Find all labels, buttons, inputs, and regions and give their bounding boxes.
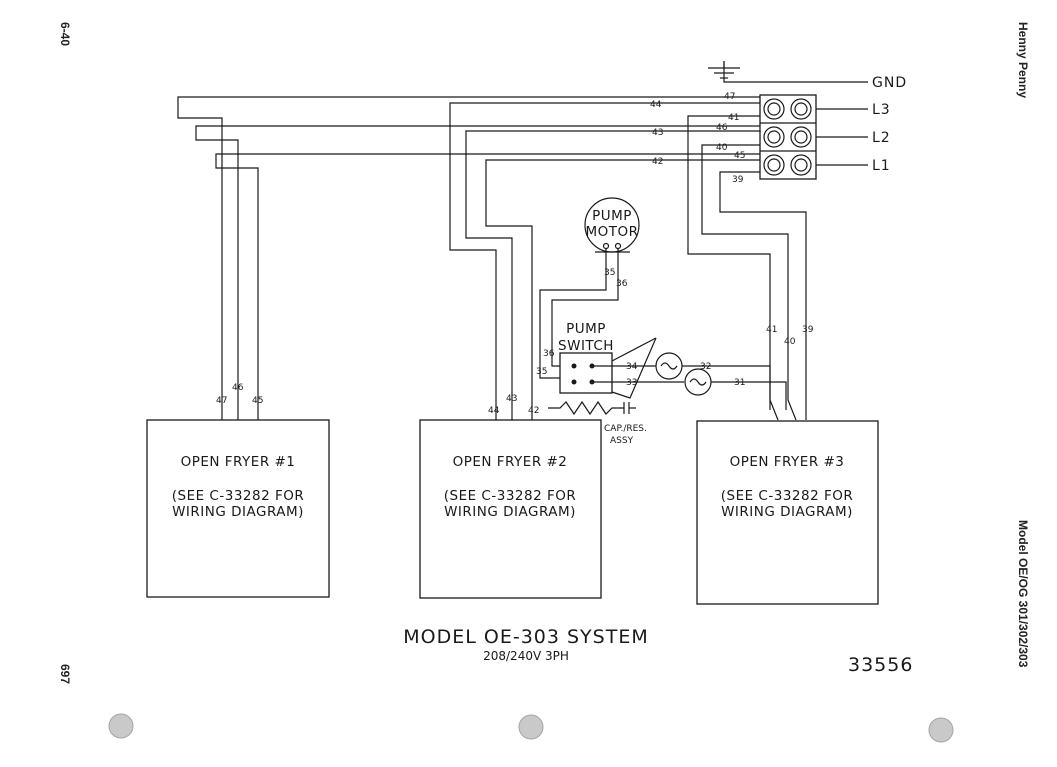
diagram-title: MODEL OE-303 SYSTEM bbox=[403, 626, 648, 648]
pump-motor-label-2: MOTOR bbox=[585, 224, 638, 240]
cap-res-label-2: ASSY bbox=[610, 436, 634, 446]
capacitor-resistor-icon bbox=[548, 400, 636, 416]
wire-label-40-fryer3: 40 bbox=[784, 337, 796, 347]
wire-label-47-fryer1: 47 bbox=[216, 396, 227, 406]
terminal-block bbox=[759, 94, 868, 180]
wire-label-36-switch: 36 bbox=[543, 349, 555, 359]
fryer1-wires bbox=[177, 96, 760, 420]
pump-switch-label-2: SWITCH bbox=[558, 338, 614, 354]
wire-label-36-motor: 36 bbox=[616, 279, 628, 289]
wire-label-39: 39 bbox=[732, 175, 744, 185]
wire-label-34: 34 bbox=[626, 362, 638, 372]
punch-hole-icon bbox=[108, 713, 134, 739]
wire-label-41: 41 bbox=[728, 113, 739, 123]
wire-label-39-fryer3: 39 bbox=[802, 325, 814, 335]
wire-label-33: 33 bbox=[626, 378, 637, 388]
wire-label-35-motor: 35 bbox=[604, 268, 615, 278]
wire-label-35-switch: 35 bbox=[536, 367, 547, 377]
pump-switch-label-1: PUMP bbox=[566, 321, 606, 337]
cap-res-label-1: CAP./RES. bbox=[604, 424, 647, 434]
wire-label-41-fryer3: 41 bbox=[766, 325, 777, 335]
pump-motor bbox=[539, 197, 640, 379]
terminal-label-gnd: GND bbox=[872, 75, 907, 91]
fryer2-note-1: (SEE C-33282 FOR bbox=[444, 488, 577, 504]
fryer3-title: OPEN FRYER #3 bbox=[730, 454, 845, 470]
diagram-subtitle: 208/240V 3PH bbox=[483, 649, 569, 663]
fryer1-note-1: (SEE C-33282 FOR bbox=[172, 488, 305, 504]
pump-motor-label-1: PUMP bbox=[592, 208, 632, 224]
wire-label-31: 31 bbox=[734, 378, 745, 388]
wire-label-40: 40 bbox=[716, 143, 728, 153]
wire-label-46-fryer1: 46 bbox=[232, 383, 244, 393]
wire-label-32: 32 bbox=[700, 362, 711, 372]
fryer2-box bbox=[419, 419, 602, 599]
fryer3-box bbox=[696, 420, 879, 605]
wire-label-45-fryer1: 45 bbox=[252, 396, 263, 406]
fryer2-title: OPEN FRYER #2 bbox=[453, 454, 568, 470]
wire-label-43-fryer2: 43 bbox=[506, 394, 517, 404]
drawing-number: 33556 bbox=[848, 654, 913, 676]
fryer3-note-1: (SEE C-33282 FOR bbox=[721, 488, 854, 504]
wire-label-45: 45 bbox=[734, 151, 745, 161]
fryer2-note-2: WIRING DIAGRAM) bbox=[444, 504, 576, 520]
wire-label-43: 43 bbox=[652, 128, 663, 138]
terminal-label-l3: L3 bbox=[872, 102, 891, 118]
fryer1-note-2: WIRING DIAGRAM) bbox=[172, 504, 304, 520]
wire-label-46: 46 bbox=[716, 123, 728, 133]
wire-label-42-fryer2: 42 bbox=[528, 406, 539, 416]
wire-label-44-fryer2: 44 bbox=[488, 406, 500, 416]
punch-hole-icon bbox=[928, 717, 954, 743]
fryer3-note-2: WIRING DIAGRAM) bbox=[721, 504, 853, 520]
fryer2-wires bbox=[449, 102, 760, 420]
ground-icon bbox=[708, 61, 868, 83]
fryer1-title: OPEN FRYER #1 bbox=[181, 454, 296, 470]
wire-label-42: 42 bbox=[652, 157, 663, 167]
terminal-label-l2: L2 bbox=[872, 130, 891, 146]
pump-switch bbox=[559, 337, 684, 399]
wire-label-44: 44 bbox=[650, 100, 662, 110]
terminal-label-l1: L1 bbox=[872, 158, 891, 174]
wire-label-47: 47 bbox=[724, 92, 735, 102]
fryer1-box bbox=[146, 419, 330, 598]
indicator-lamp-icon bbox=[655, 352, 787, 410]
terminal-screw-icon bbox=[763, 98, 812, 176]
punch-hole-icon bbox=[518, 714, 544, 740]
